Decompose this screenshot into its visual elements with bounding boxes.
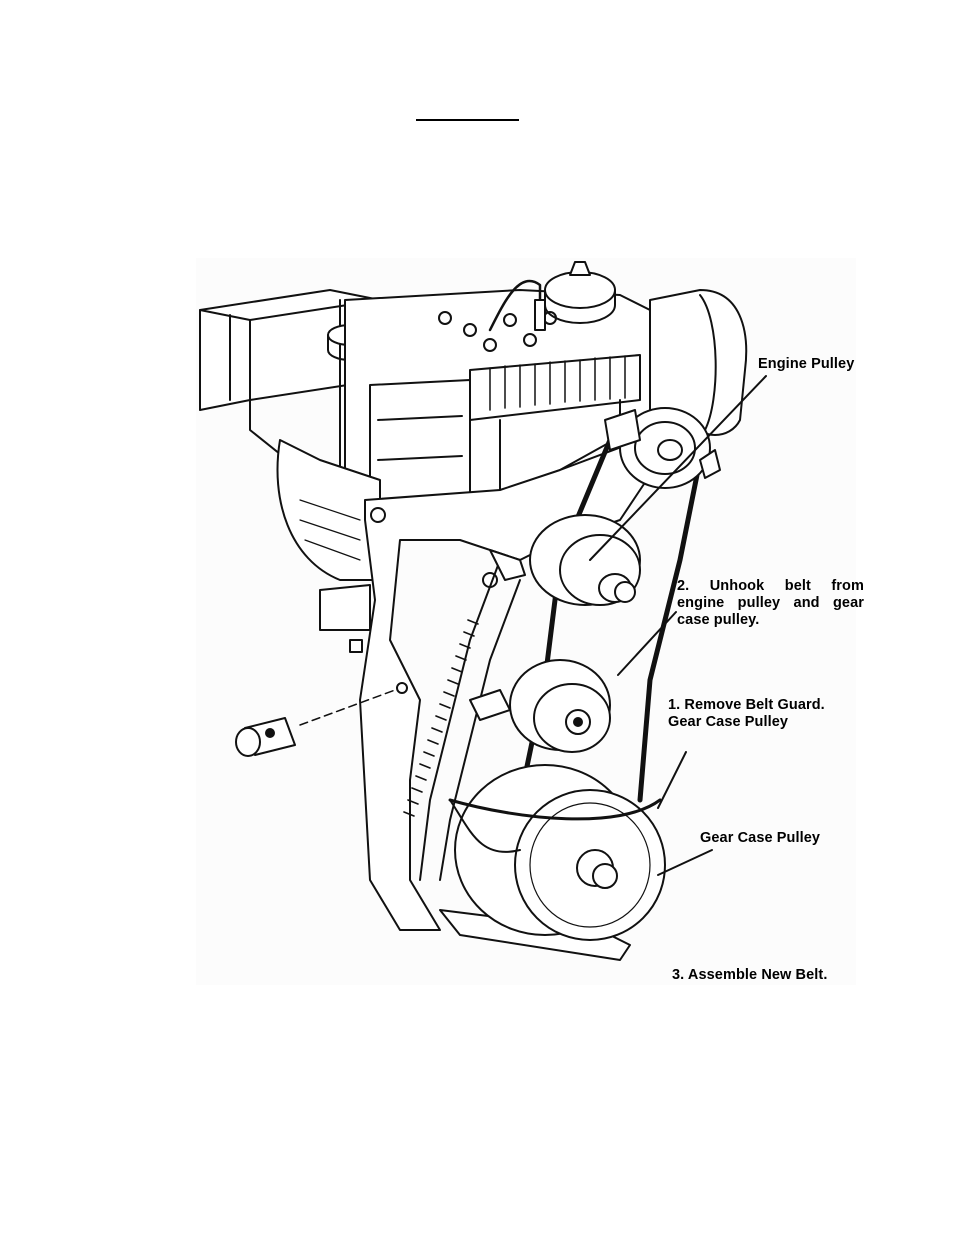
callout-step2: 2. Unhook belt from engine pulley and ge…	[677, 578, 864, 629]
callout-gear-case-pulley: Gear Case Pulley	[700, 830, 820, 847]
gear-case-pulley	[450, 765, 665, 940]
callout-engine-pulley: Engine Pulley	[758, 356, 854, 373]
callout-step3: 3. Assemble New Belt.	[672, 967, 827, 984]
idler-pulley-lower	[510, 660, 610, 752]
callout-step1-line2: Gear Case Pulley	[668, 714, 788, 731]
leader-gear-case-pulley	[658, 850, 712, 875]
leader-step1	[658, 752, 686, 808]
leader-step2	[618, 612, 676, 675]
idler-pulley-upper	[530, 515, 640, 605]
callout-step1-line1: 1. Remove Belt Guard.	[668, 697, 825, 714]
